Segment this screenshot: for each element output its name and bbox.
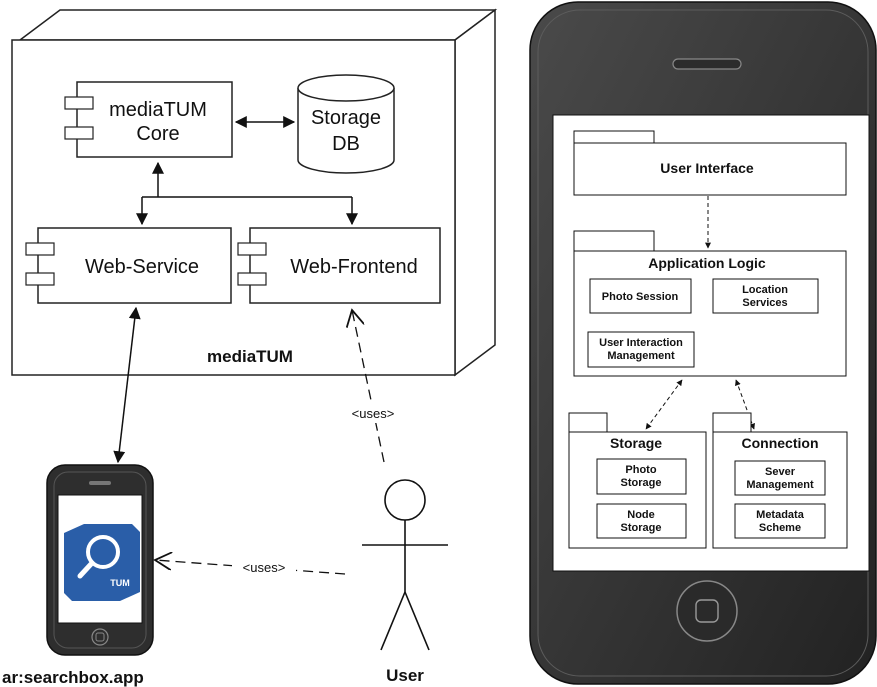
uses-label-1: <uses> [352, 406, 395, 421]
photo-session-label: Photo Session [602, 291, 679, 303]
storage-db-label-line1: Storage [311, 107, 381, 129]
storage-label: Storage [610, 435, 662, 451]
location-services-box [712, 278, 819, 314]
searchbox-app-logo: TUM [64, 524, 140, 601]
user-frontend-dependency [352, 310, 385, 463]
connection-label: Connection [742, 435, 819, 451]
web-frontend-component: Web-Frontend [237, 227, 441, 304]
storage-db-cylinder: Storage DB [297, 74, 395, 174]
photo-storage-label-line1: Photo [625, 464, 656, 476]
server-management-box [734, 460, 826, 496]
core-label-line1: mediaTUM [109, 99, 207, 121]
photo-storage-label-line2: Storage [621, 477, 662, 489]
webservice-phone-connector [113, 306, 141, 464]
photo-session-box [589, 278, 692, 314]
applogic-storage-dependency [645, 379, 683, 430]
user-interface-package: User Interface [573, 130, 847, 196]
user-interaction-label-line2: Management [607, 350, 675, 362]
node-storage-label-line2: Storage [621, 522, 662, 534]
server-management-label-line1: Sever [765, 466, 796, 478]
storage-package: Storage Photo Storage Node Storage [568, 412, 707, 549]
web-service-component: Web-Service [25, 227, 232, 304]
small-phone-label: ar:searchbox.app [2, 668, 144, 687]
user-actor [362, 479, 448, 651]
user-interaction-box [587, 331, 695, 368]
location-services-label-line1: Location [742, 284, 788, 296]
server-node-label: mediaTUM [207, 347, 293, 366]
uses-label-2: <uses> [243, 560, 286, 575]
web-service-label: Web-Service [85, 256, 199, 278]
server-management-label-line2: Management [746, 479, 814, 491]
storage-db-label-line2: DB [332, 133, 360, 155]
user-interface-label: User Interface [660, 160, 754, 176]
node-storage-label-line1: Node [627, 509, 655, 521]
core-services-connector [136, 161, 358, 226]
uses-label-bg-1 [343, 403, 403, 423]
location-services-label-line2: Services [742, 297, 787, 309]
logo-tum-text: TUM [110, 578, 130, 588]
application-logic-package: Application Logic Photo Session Location… [573, 230, 847, 377]
metadata-scheme-label-line2: Scheme [759, 522, 801, 534]
metadata-scheme-label-line1: Metadata [756, 509, 805, 521]
web-frontend-label: Web-Frontend [290, 256, 417, 278]
photo-storage-box [596, 458, 687, 495]
application-logic-label: Application Logic [648, 255, 766, 271]
server-node [11, 8, 498, 377]
core-label-line2: Core [136, 123, 179, 145]
mediatum-core-component: mediaTUM Core [64, 81, 233, 158]
uses-label-bg-2 [232, 558, 296, 576]
metadata-scheme-box [734, 503, 826, 539]
user-interaction-label-line1: User Interaction [599, 337, 683, 349]
actor-label: User [386, 666, 424, 685]
connection-package: Connection Sever Management Metadata Sch… [712, 412, 848, 549]
node-storage-box [596, 503, 687, 539]
